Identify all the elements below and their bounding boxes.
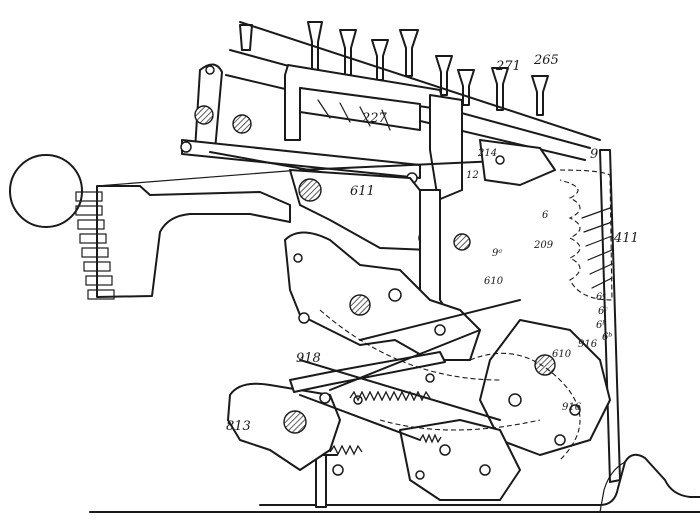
lower-right-wheel	[469, 319, 611, 461]
central-plate	[284, 231, 481, 361]
label-916-lower: 916	[562, 402, 582, 413]
label-265: 265	[533, 53, 559, 68]
label-6d: 6ᵇ	[602, 332, 612, 343]
roll-circle	[9, 154, 83, 228]
label-6b: 6ᵇ	[596, 320, 606, 331]
label-9a: 9ᵃ	[492, 248, 502, 259]
label-6a: 6ᵃ	[596, 292, 606, 303]
label-916-upper: 916	[578, 339, 598, 350]
springs	[329, 390, 442, 456]
label-411: 411	[613, 231, 639, 246]
lever-611	[289, 169, 441, 251]
label-6: 6	[542, 210, 549, 221]
upper-frame	[284, 64, 463, 201]
label-271: 271	[495, 59, 521, 74]
lever-813	[227, 382, 344, 476]
label-918: 918	[296, 351, 321, 366]
label-6c: 6ᶜ	[598, 306, 608, 317]
label-9: 9	[590, 147, 598, 162]
label-611: 611	[350, 184, 375, 199]
top-left-rocker	[194, 63, 252, 151]
label-12: 12	[466, 170, 479, 181]
lower-bracket	[399, 419, 521, 501]
label-610-lower: 610	[552, 349, 572, 360]
label-227: 227	[361, 111, 388, 126]
label-214: 214	[477, 148, 497, 159]
left-finger-arm	[75, 169, 301, 300]
right-comb	[559, 149, 621, 483]
reference-labels: 271 265 227 214 9 12 611 411 6 209 9ᵃ 61…	[226, 53, 639, 434]
cross-links	[289, 299, 541, 441]
label-610-upper: 610	[484, 276, 504, 287]
label-209: 209	[533, 240, 554, 251]
label-813: 813	[226, 419, 251, 434]
